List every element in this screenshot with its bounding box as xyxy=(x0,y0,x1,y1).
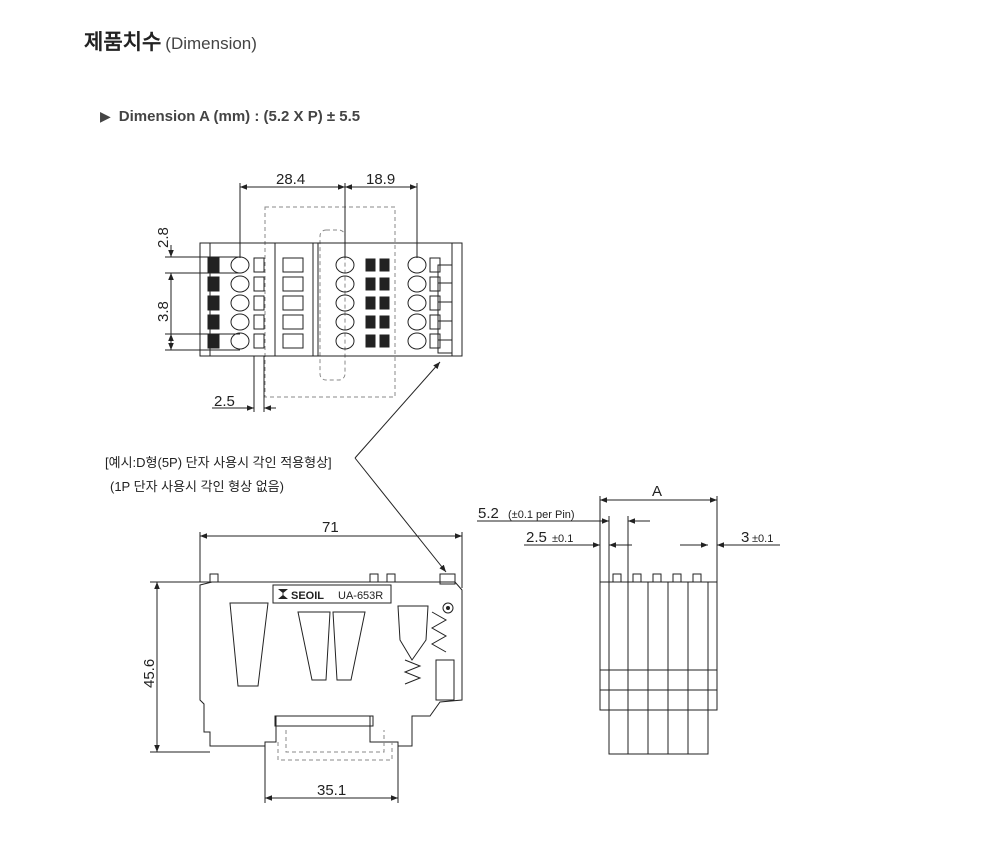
note-leaders xyxy=(354,361,447,573)
brand-name: SEOIL xyxy=(291,590,324,602)
dim-2-8: 2.8 xyxy=(155,227,172,248)
screw-icon xyxy=(442,602,454,614)
spring-lower xyxy=(403,659,422,685)
hidden-din-rail xyxy=(277,730,393,761)
window-left xyxy=(229,602,269,687)
dim-45-6: 45.6 xyxy=(141,659,158,688)
hidden-rail-outline xyxy=(264,206,396,398)
end-view-labels: A 5.2 (±0.1 per Pin) 2.5 ±0.1 3 ±0.1 xyxy=(478,483,773,546)
side-view xyxy=(150,532,463,803)
side-view-labels: 71 45.6 35.1 SEOIL UA-653R xyxy=(141,519,383,799)
title-english: (Dimension) xyxy=(165,34,257,53)
top-body xyxy=(199,242,463,357)
page-title: 제품치수(Dimension) xyxy=(84,26,257,56)
seoil-logo-icon xyxy=(278,589,288,599)
dim-3-tolerance: ±0.1 xyxy=(752,533,773,545)
window-center-left xyxy=(297,611,331,681)
terminal-rows xyxy=(207,256,441,350)
top-view xyxy=(165,183,463,412)
dim-5-2-tolerance: (±0.1 per Pin) xyxy=(508,509,575,521)
dim-2-5-top: 2.5 xyxy=(214,393,235,410)
dim-3: 3 xyxy=(741,529,749,546)
dimension-spec: ▶ Dimension A (mm) : (5.2 X P) ± 5.5 xyxy=(100,108,360,125)
window-center-right xyxy=(332,611,366,681)
spring-upper xyxy=(430,611,448,653)
dim-28-4: 28.4 xyxy=(276,171,305,188)
dim-18-9: 18.9 xyxy=(366,171,395,188)
triangle-right-icon: ▶ xyxy=(100,108,111,124)
dimension-spec-text: Dimension A (mm) : (5.2 X P) ± 5.5 xyxy=(118,108,361,125)
marking-note: [예시:D형(5P) 단자 사용시 각인 적용형상] (1P 단자 사용시 각인… xyxy=(105,455,332,494)
title-korean: 제품치수 xyxy=(84,31,162,54)
brand-plate xyxy=(272,584,392,604)
dim-2-5-tolerance: ±0.1 xyxy=(552,533,573,545)
end-view xyxy=(477,496,780,755)
top-view-labels: 28.4 18.9 2.8 3.8 2.5 xyxy=(155,171,395,410)
dim-35-1: 35.1 xyxy=(317,782,346,799)
end-body xyxy=(599,581,718,711)
note-line-2: (1P 단자 사용시 각인 형상 없음) xyxy=(110,479,284,494)
dim-3-8: 3.8 xyxy=(155,301,172,322)
marking-strip xyxy=(437,264,453,354)
model-name: UA-653R xyxy=(338,590,383,602)
dim-71: 71 xyxy=(322,519,339,536)
lever xyxy=(397,605,429,661)
dim-a: A xyxy=(652,483,662,500)
dim-5-2: 5.2 xyxy=(478,505,499,522)
dim-2-5-end: 2.5 xyxy=(526,529,547,546)
note-line-1: [예시:D형(5P) 단자 사용시 각인 적용형상] xyxy=(105,455,332,470)
side-body xyxy=(199,581,463,747)
